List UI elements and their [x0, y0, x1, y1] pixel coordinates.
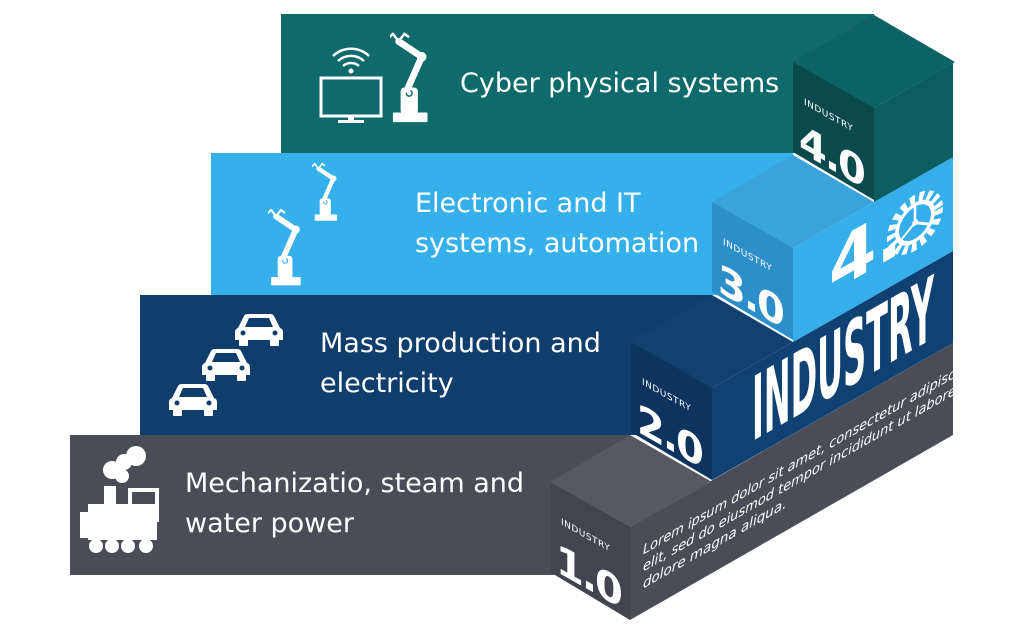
- steam-train-icon: [80, 446, 159, 553]
- band-1-line-2: water power: [185, 508, 355, 539]
- band-4-side: [874, 63, 953, 202]
- band-2-side: [712, 251, 953, 480]
- band-3-line-2: systems, automation: [415, 228, 699, 259]
- cube-2-front: [631, 342, 712, 480]
- band-3-line-1: Electronic and IT: [415, 188, 641, 219]
- cube-1-front: [550, 482, 630, 620]
- cube-3-top: [712, 155, 874, 248]
- band-3-front: [211, 153, 793, 295]
- cube-2-top: [631, 295, 793, 388]
- gear-icon: [887, 190, 943, 255]
- cube-3-front: [712, 202, 793, 340]
- monitor-wifi-icon: [319, 47, 383, 123]
- band-1-line-1: Mechanizatio, steam and: [185, 468, 524, 499]
- cube-4-top: [793, 15, 955, 108]
- band-4-line-1: Cyber physical systems: [460, 68, 779, 99]
- band-2-line-1: Mass production and: [320, 328, 601, 359]
- cube-1-top: [550, 435, 712, 527]
- cube-4-front: [793, 62, 874, 200]
- band-1-front: [70, 435, 630, 575]
- band-industry-4: INDUSTRY 4.0 Cyber physical systems: [281, 14, 955, 202]
- band-2-line-2: electricity: [320, 368, 454, 399]
- band-1-side: [630, 343, 953, 620]
